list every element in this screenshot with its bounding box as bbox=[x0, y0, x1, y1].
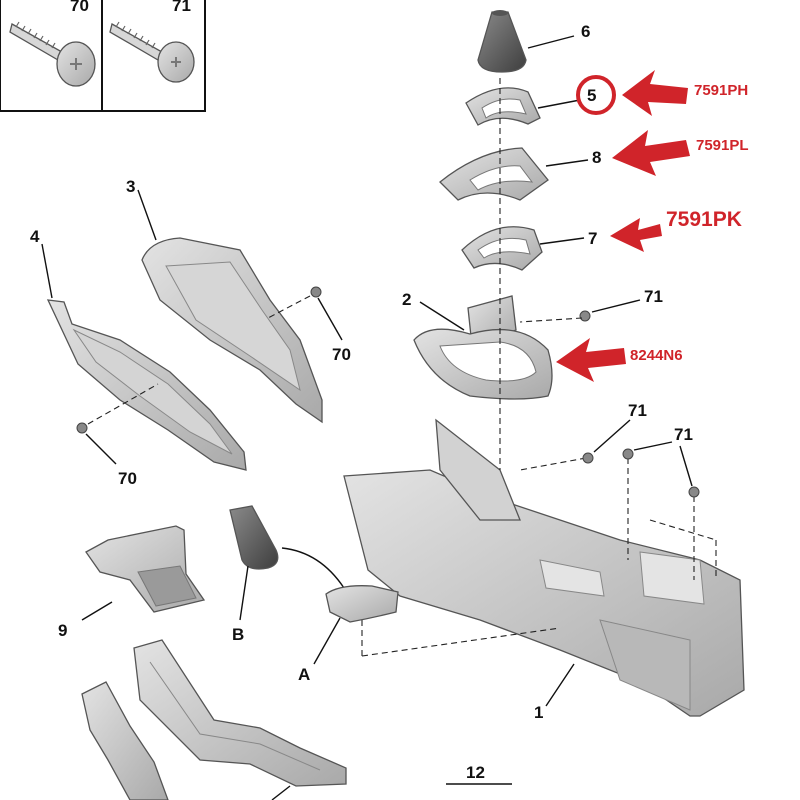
gear-boot-part-6 bbox=[477, 10, 527, 73]
callout-screw-71-upper: 71 bbox=[644, 287, 663, 306]
console-trim-part-2 bbox=[413, 295, 553, 400]
screw-b-label: 71 bbox=[172, 0, 191, 15]
callout-part-a: A bbox=[298, 665, 310, 684]
screw-70-lower-icon bbox=[76, 422, 88, 434]
bezel-part-7 bbox=[461, 226, 543, 271]
callout-part-6: 6 bbox=[581, 22, 590, 41]
red-arrow-part-7 bbox=[610, 218, 662, 252]
knob-cover-part-b bbox=[229, 505, 279, 570]
screw-71-icon bbox=[109, 21, 195, 83]
callout-part-12: 12 bbox=[466, 763, 485, 782]
callout-part-7: 7 bbox=[588, 229, 597, 248]
callout-screw-70-lower: 70 bbox=[118, 469, 137, 488]
bracket-part-a bbox=[325, 585, 399, 623]
side-panel-part-3 bbox=[141, 237, 323, 424]
screw-a-label: 70 bbox=[70, 0, 89, 15]
bezel-part-5 bbox=[465, 87, 541, 126]
side-panel-part-4 bbox=[46, 299, 247, 471]
screw-reference-box: 70 71 bbox=[0, 0, 206, 112]
callout-part-4: 4 bbox=[30, 227, 40, 246]
callout-part-9: 9 bbox=[58, 621, 67, 640]
rear-duct-part-12 bbox=[81, 639, 347, 800]
callout-part-3: 3 bbox=[126, 177, 135, 196]
screw-70-icon bbox=[9, 21, 96, 87]
callout-part-5: 5 bbox=[587, 86, 596, 105]
red-arrow-part-5 bbox=[622, 70, 688, 116]
callout-part-8: 8 bbox=[592, 148, 601, 167]
air-duct-part-9 bbox=[85, 525, 206, 613]
callout-screw-70-upper: 70 bbox=[332, 345, 351, 364]
callout-part-1: 1 bbox=[534, 703, 543, 722]
highlight-circle bbox=[576, 75, 616, 115]
red-arrow-part-8 bbox=[612, 130, 690, 176]
red-arrow-part-2 bbox=[556, 338, 626, 382]
callout-screw-71-middle: 71 bbox=[628, 401, 647, 420]
callout-part-2: 2 bbox=[402, 290, 411, 309]
callout-part-b: B bbox=[232, 625, 244, 644]
ref-code-part-5: 7591PH bbox=[694, 82, 748, 99]
screw-71-upper-icon bbox=[579, 310, 591, 322]
screw-71-middle-icon bbox=[582, 452, 594, 464]
callout-screw-71-right: 71 bbox=[674, 425, 693, 444]
assembly-guides bbox=[361, 78, 717, 657]
ref-code-part-2: 8244N6 bbox=[630, 347, 683, 364]
ref-code-part-7: 7591PK bbox=[666, 208, 742, 231]
ref-code-part-8: 7591PL bbox=[696, 137, 749, 154]
screw-71-right-icon bbox=[622, 448, 700, 498]
center-console-part-1 bbox=[343, 418, 745, 717]
screw-70-upper-icon bbox=[310, 286, 322, 298]
bezel-part-8 bbox=[439, 147, 549, 201]
